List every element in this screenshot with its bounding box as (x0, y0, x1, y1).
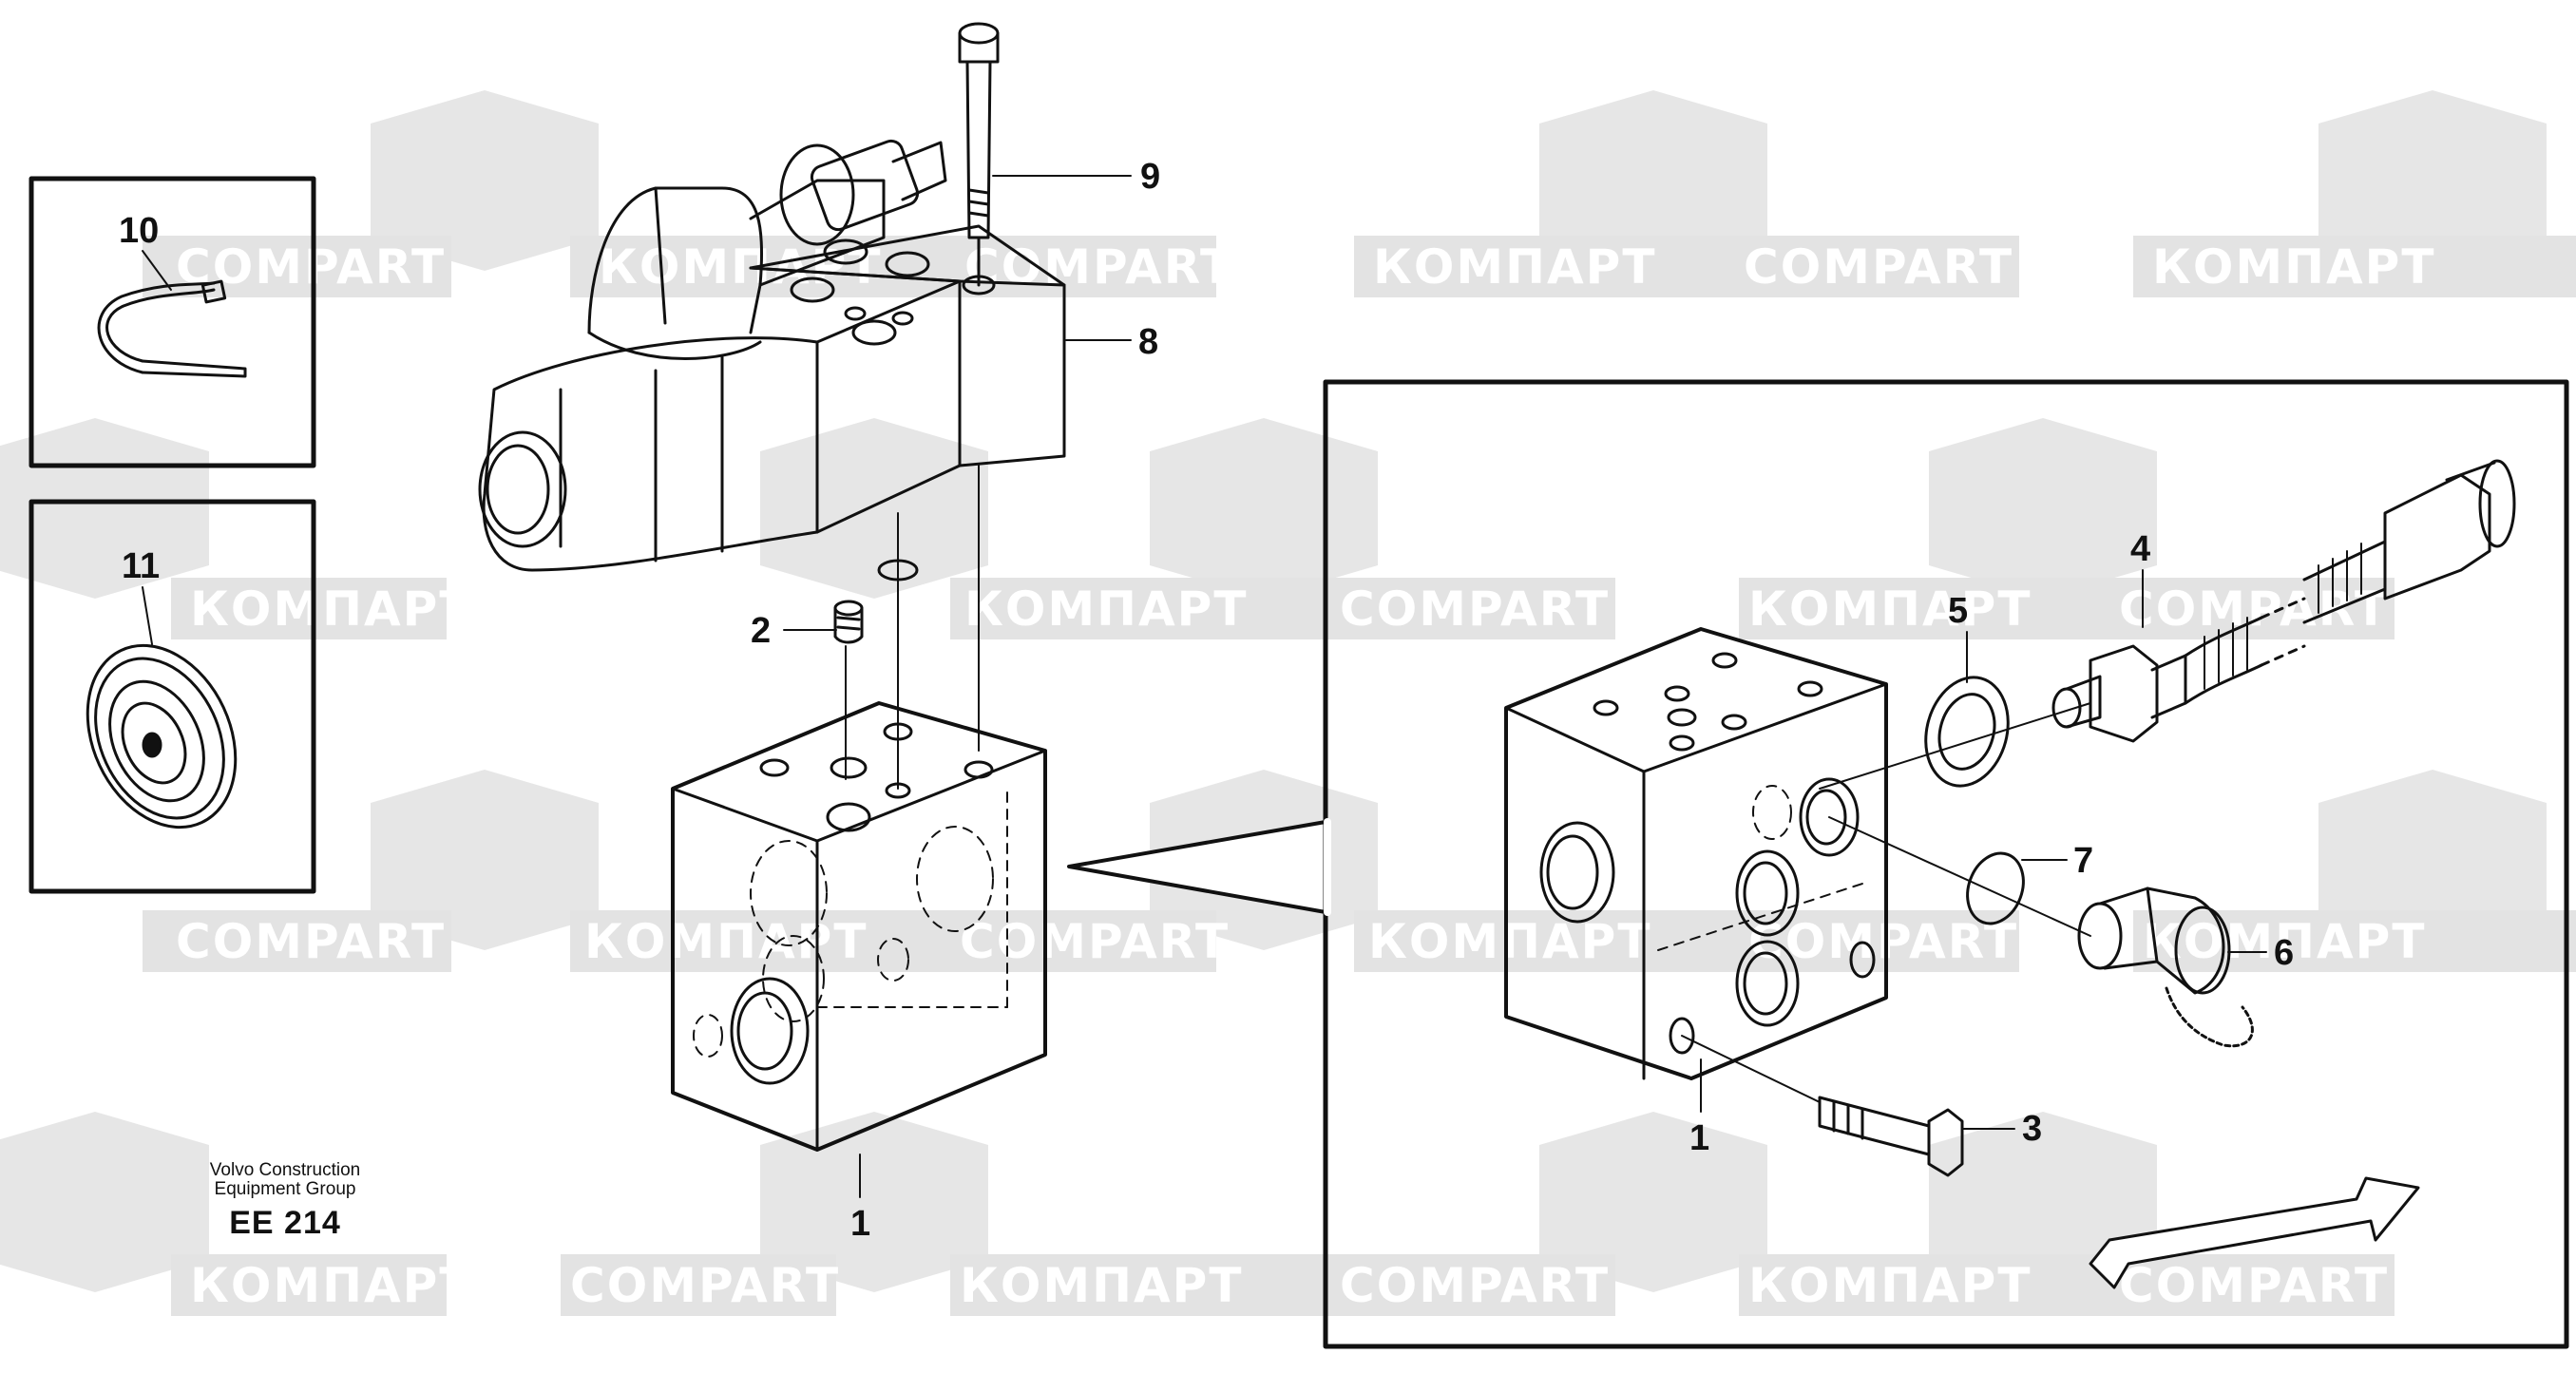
watermark-bar (561, 1254, 836, 1316)
watermark-text: КОМПАРТ (1748, 582, 2032, 637)
watermark-text: КОМПАРТ (2143, 914, 2426, 969)
alignment-line (1681, 1035, 1821, 1103)
watermark-bar (1739, 578, 2395, 639)
watermark-bar (570, 236, 1216, 297)
watermark-text: КОМПАРТ (2152, 239, 2435, 295)
watermark-row-4: КОМПАРТ COMPART КОМПАРТ COMPART КОМПАРТ … (171, 1254, 2395, 1316)
o-ring-small (877, 559, 919, 582)
callout-9: 9 (1140, 157, 1160, 197)
screw-part-9 (958, 22, 1000, 287)
cable-tie-part (97, 250, 247, 378)
watermark-bar (2133, 910, 2576, 972)
watermark-layer: COMPART КОМПАРТ COMPART КОМПАРТ COMPART … (0, 90, 2576, 1316)
callout-7: 7 (2073, 841, 2093, 881)
watermark-text: COMPART (964, 239, 1234, 295)
callout-3: 3 (2022, 1109, 2042, 1149)
watermark-bar (950, 1254, 1615, 1316)
watermark-text: COMPART (2119, 1258, 2389, 1313)
callout-5: 5 (1948, 591, 1968, 631)
dust-cap-part-6 (2077, 887, 2254, 1048)
watermark-hex (760, 418, 988, 599)
watermark-hex (1150, 418, 1378, 599)
watermark-hex (371, 90, 599, 271)
watermark-text: COMPART (1744, 239, 2013, 295)
test-nipple-part-4 (2051, 459, 2516, 743)
diagram-code: EE 214 (229, 1205, 341, 1241)
solenoid-valve-part (478, 139, 1066, 572)
watermark-bar (171, 578, 447, 639)
watermark-text: COMPART (1340, 582, 1610, 637)
watermark-text: COMPART (960, 914, 1230, 969)
o-ring-part-7 (1966, 851, 2025, 925)
manufacturer-line-2: Equipment Group (214, 1179, 356, 1199)
watermark-hex (1929, 1112, 2157, 1292)
callout-11: 11 (122, 546, 160, 586)
watermark-hexagons (0, 90, 2547, 1292)
watermark-text: КОМПАРТ (190, 1258, 473, 1313)
watermark-bar (1739, 1254, 2395, 1316)
watermark-bar (171, 1254, 447, 1316)
alignment-line (1828, 816, 2091, 937)
callout-1-right: 1 (1689, 1118, 1709, 1158)
valve-block-right (1504, 627, 1888, 1080)
callout-1-left: 1 (850, 1204, 870, 1244)
watermark-text: КОМПАРТ (1373, 239, 1656, 295)
watermark-bar (143, 236, 451, 297)
watermark-bar (570, 910, 1216, 972)
inset-frame-11 (29, 499, 316, 894)
manufacturer-caption: Volvo Construction Equipment Group (181, 1161, 390, 1199)
watermark-text: COMPART (1340, 1258, 1610, 1313)
plug-part-2 (833, 600, 864, 644)
watermark-row-1: COMPART КОМПАРТ COMPART КОМПАРТ COMPART … (143, 236, 2576, 297)
callout-2: 2 (751, 611, 771, 651)
watermark-hex (2318, 770, 2547, 950)
callout-4: 4 (2130, 529, 2150, 569)
watermark-text: КОМПАРТ (190, 582, 473, 637)
watermark-text: КОМПАРТ (960, 1258, 1243, 1313)
watermark-row-2: КОМПАРТ КОМПАРТ COMPART КОМПАРТ COMPART (171, 578, 2395, 639)
watermark-text: COMPART (570, 1258, 840, 1313)
callout-leaders (783, 175, 2267, 1198)
watermark-bar (143, 910, 451, 972)
watermark-row-3: COMPART КОМПАРТ COMPART КОМПАРТ COMPART … (143, 910, 2576, 972)
alignment-line (1819, 702, 2091, 790)
watermark-hex (2318, 90, 2547, 271)
callout-labels: 9 8 2 1 10 11 1 3 4 5 6 7 (119, 157, 2294, 1244)
watermark-bar (950, 578, 1615, 639)
watermark-hex (1539, 1112, 1767, 1292)
watermark-text: КОМПАРТ (1748, 1258, 2032, 1313)
valve-block-left (671, 701, 1047, 1152)
watermark-bar (2133, 236, 2576, 297)
watermark-bar (1354, 236, 2019, 297)
watermark-hex (0, 1112, 209, 1292)
inset-frame-10 (29, 176, 316, 468)
bolt-part-3 (1818, 1096, 1964, 1177)
callout-8: 8 (1138, 322, 1158, 362)
watermark-text: КОМПАРТ (964, 582, 1248, 637)
watermark-text: КОМПАРТ (599, 239, 882, 295)
line-art (29, 22, 2569, 1349)
watermark-hex (760, 1112, 988, 1292)
watermark-text: COMPART (176, 914, 446, 969)
watermark-text: КОМПАРТ (1368, 914, 1651, 969)
direction-arrow (2089, 1176, 2420, 1289)
watermark-text: COMPART (2119, 582, 2389, 637)
watermark-hex (371, 770, 599, 950)
watermark-hex (1929, 418, 2157, 599)
watermark-bar (1354, 910, 2019, 972)
manufacturer-line-1: Volvo Construction (209, 1160, 361, 1180)
watermark-hex (1539, 90, 1767, 271)
watermark-text: КОМПАРТ (584, 914, 868, 969)
cover-cap-part (86, 586, 238, 829)
watermark-text: COMPART (176, 239, 446, 295)
callout-6: 6 (2274, 933, 2294, 973)
sealing-washer-part-5 (1924, 676, 2010, 788)
callout-10: 10 (119, 211, 159, 251)
